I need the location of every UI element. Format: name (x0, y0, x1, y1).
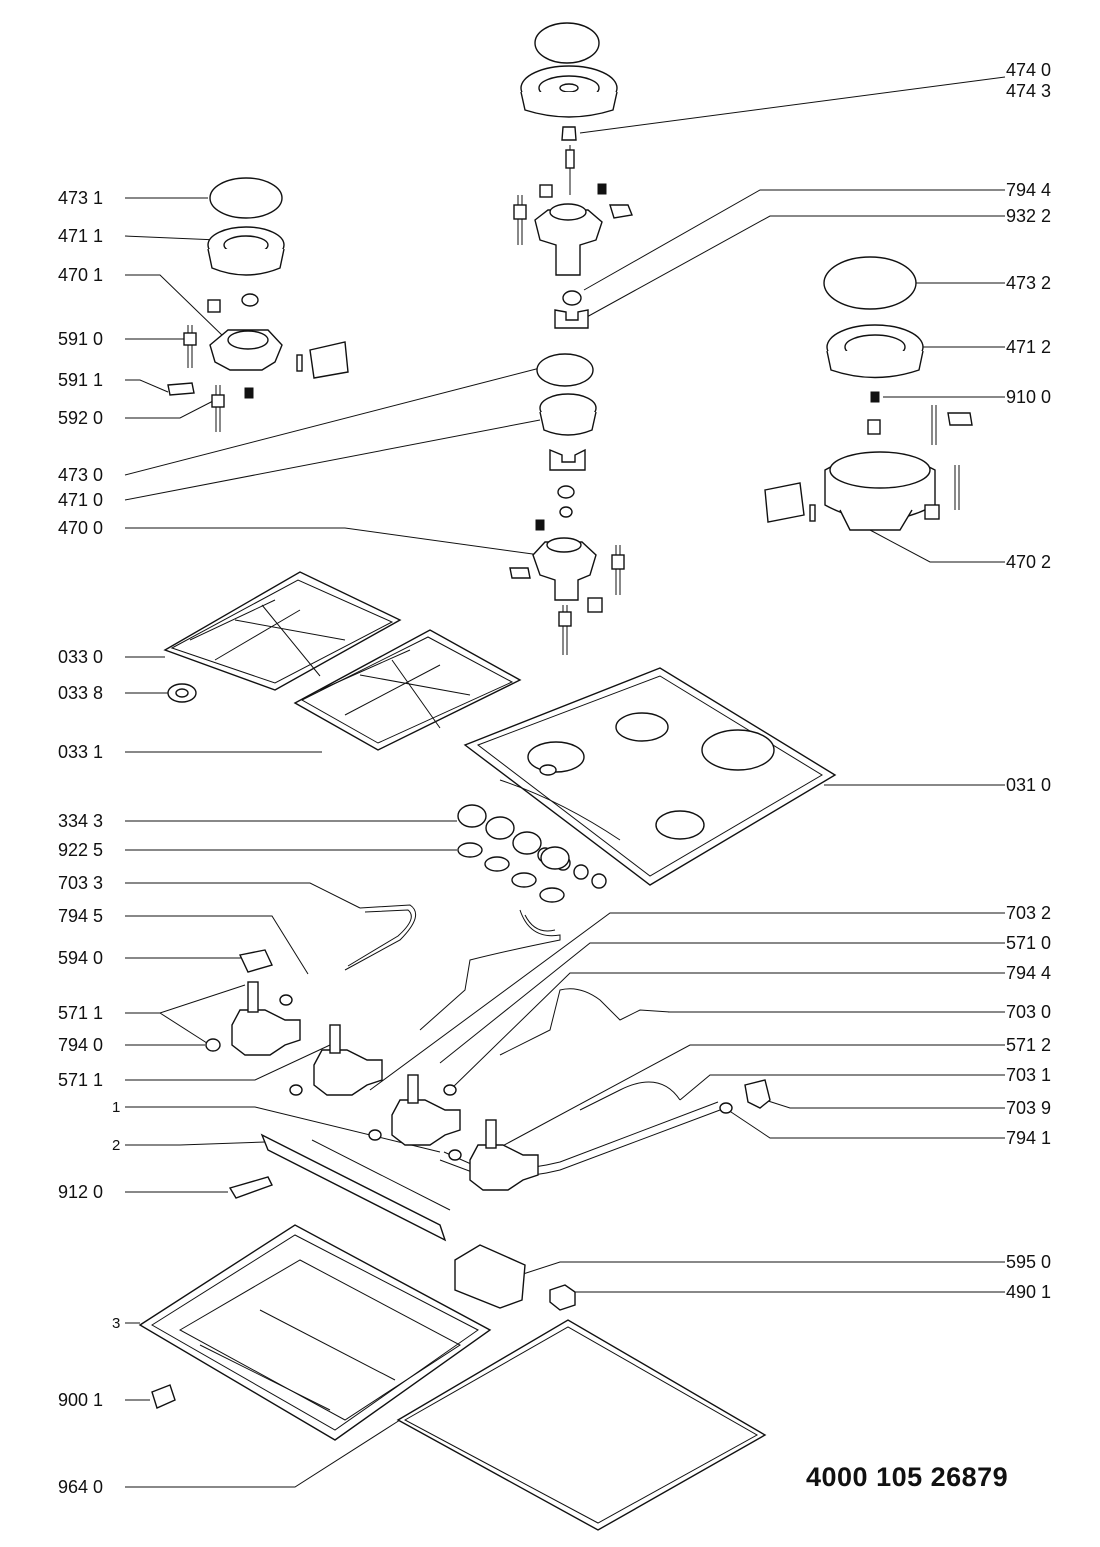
callout-703-3: 703 3 (58, 873, 103, 893)
callout-703-2: 703 2 (1006, 903, 1051, 923)
callout-labels: 474 0 474 3 794 4 932 2 473 2 471 2 910 … (58, 60, 1051, 1497)
right-burner-assembly (764, 256, 973, 531)
callout-591-0: 591 0 (58, 329, 103, 349)
callout-794-4-top: 794 4 (1006, 180, 1051, 200)
callout-470-1: 470 1 (58, 265, 103, 285)
callout-473-2: 473 2 (1006, 273, 1051, 293)
callout-473-0: 473 0 (58, 465, 103, 485)
callout-470-0: 470 0 (58, 518, 103, 538)
hob-top (463, 667, 837, 889)
callout-474-3: 474 3 (1006, 81, 1051, 101)
callout-794-1: 794 1 (1006, 1128, 1051, 1148)
callout-703-1: 703 1 (1006, 1065, 1051, 1085)
document-number: 4000 105 26879 (806, 1462, 1009, 1492)
callout-033-0: 033 0 (58, 647, 103, 667)
callout-912-0: 912 0 (58, 1182, 103, 1202)
callout-474-0: 474 0 (1006, 60, 1051, 80)
callout-1: 1 (112, 1099, 120, 1116)
gas-taps (205, 949, 771, 1191)
base-tray-and-seal (138, 1224, 767, 1531)
callout-033-1: 033 1 (58, 742, 103, 762)
callout-595-0: 595 0 (1006, 1252, 1051, 1272)
callout-571-1-upper: 571 1 (58, 1003, 103, 1023)
callout-592-0: 592 0 (58, 408, 103, 428)
callout-794-4-lower: 794 4 (1006, 963, 1051, 983)
left-burner-assembly (167, 177, 349, 432)
callout-031-0: 031 0 (1006, 775, 1051, 795)
callout-794-5: 794 5 (58, 906, 103, 926)
leader-lines (124, 76, 1006, 1488)
support-rail-and-igniter (228, 1133, 576, 1311)
callout-033-8: 033 8 (58, 683, 103, 703)
callout-591-1: 591 1 (58, 370, 103, 390)
centre-burner-assembly (509, 353, 625, 655)
callout-571-1-lower: 571 1 (58, 1070, 103, 1090)
callout-490-1: 490 1 (1006, 1282, 1051, 1302)
callout-703-9: 703 9 (1006, 1098, 1051, 1118)
callout-900-1: 900 1 (58, 1390, 103, 1410)
callout-2: 2 (112, 1137, 120, 1154)
callout-703-0: 703 0 (1006, 1002, 1051, 1022)
callout-594-0: 594 0 (58, 948, 103, 968)
callout-910-0: 910 0 (1006, 387, 1051, 407)
callout-932-2: 932 2 (1006, 206, 1051, 226)
callout-471-2: 471 2 (1006, 337, 1051, 357)
pan-supports (163, 571, 522, 751)
control-knobs (457, 804, 570, 903)
callout-471-0: 471 0 (58, 490, 103, 510)
callout-964-0: 964 0 (58, 1477, 103, 1497)
callout-471-1: 471 1 (58, 226, 103, 246)
callout-922-5: 922 5 (58, 840, 103, 860)
callout-571-2: 571 2 (1006, 1035, 1051, 1055)
callout-470-2: 470 2 (1006, 552, 1051, 572)
top-centre-burner-assembly (513, 22, 633, 329)
callout-334-3: 334 3 (58, 811, 103, 831)
callout-473-1: 473 1 (58, 188, 103, 208)
callout-794-0: 794 0 (58, 1035, 103, 1055)
callout-3: 3 (112, 1315, 120, 1332)
callout-571-0: 571 0 (1006, 933, 1051, 953)
